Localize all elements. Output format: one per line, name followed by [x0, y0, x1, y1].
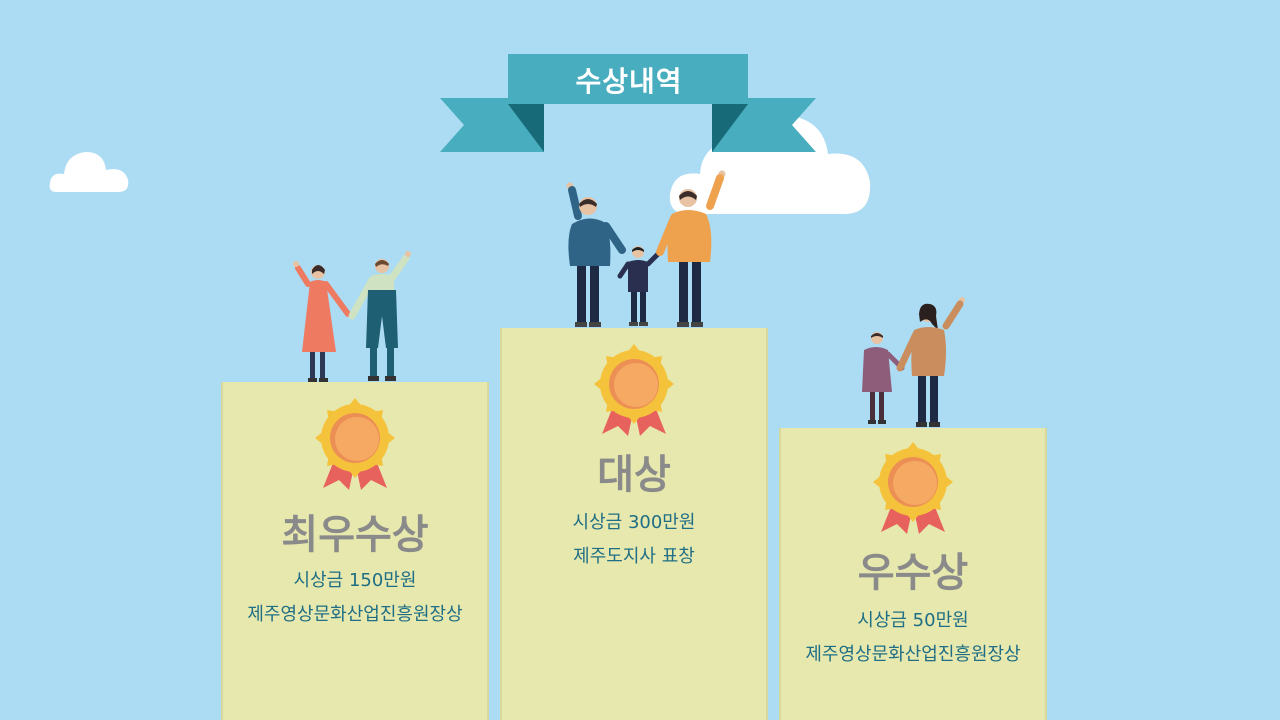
medal-icon: [315, 398, 395, 490]
title-ribbon: [440, 54, 816, 152]
award-name: 우수상: [857, 550, 969, 596]
award-name: 최우수상: [281, 512, 429, 558]
award-prize: 시상금 150만원: [293, 570, 417, 591]
award-citation: 제주영상문화산업진흥원장상: [805, 644, 1021, 665]
family-illustration-center: [566, 170, 726, 327]
couple-illustration-left: [293, 251, 411, 382]
podium-left: 최우수상 시상금 150만원 제주영상문화산업진흥원장상: [221, 382, 489, 720]
pair-illustration-right: [862, 297, 965, 427]
podium-center: 대상 시상금 300만원 제주도지사 표창: [500, 328, 768, 720]
medal-icon: [594, 344, 674, 436]
award-citation: 제주도지사 표창: [573, 546, 695, 567]
cloud-left: [49, 152, 129, 192]
award-prize: 시상금 300만원: [572, 512, 696, 533]
podium-right: 우수상 시상금 50만원 제주영상문화산업진흥원장상: [779, 428, 1047, 720]
award-name: 대상: [597, 452, 671, 498]
award-citation: 제주영상문화산업진흥원장상: [247, 604, 463, 625]
medal-icon: [873, 442, 953, 534]
page-title: 수상내역: [575, 65, 683, 98]
award-prize: 시상금 50만원: [857, 610, 969, 631]
